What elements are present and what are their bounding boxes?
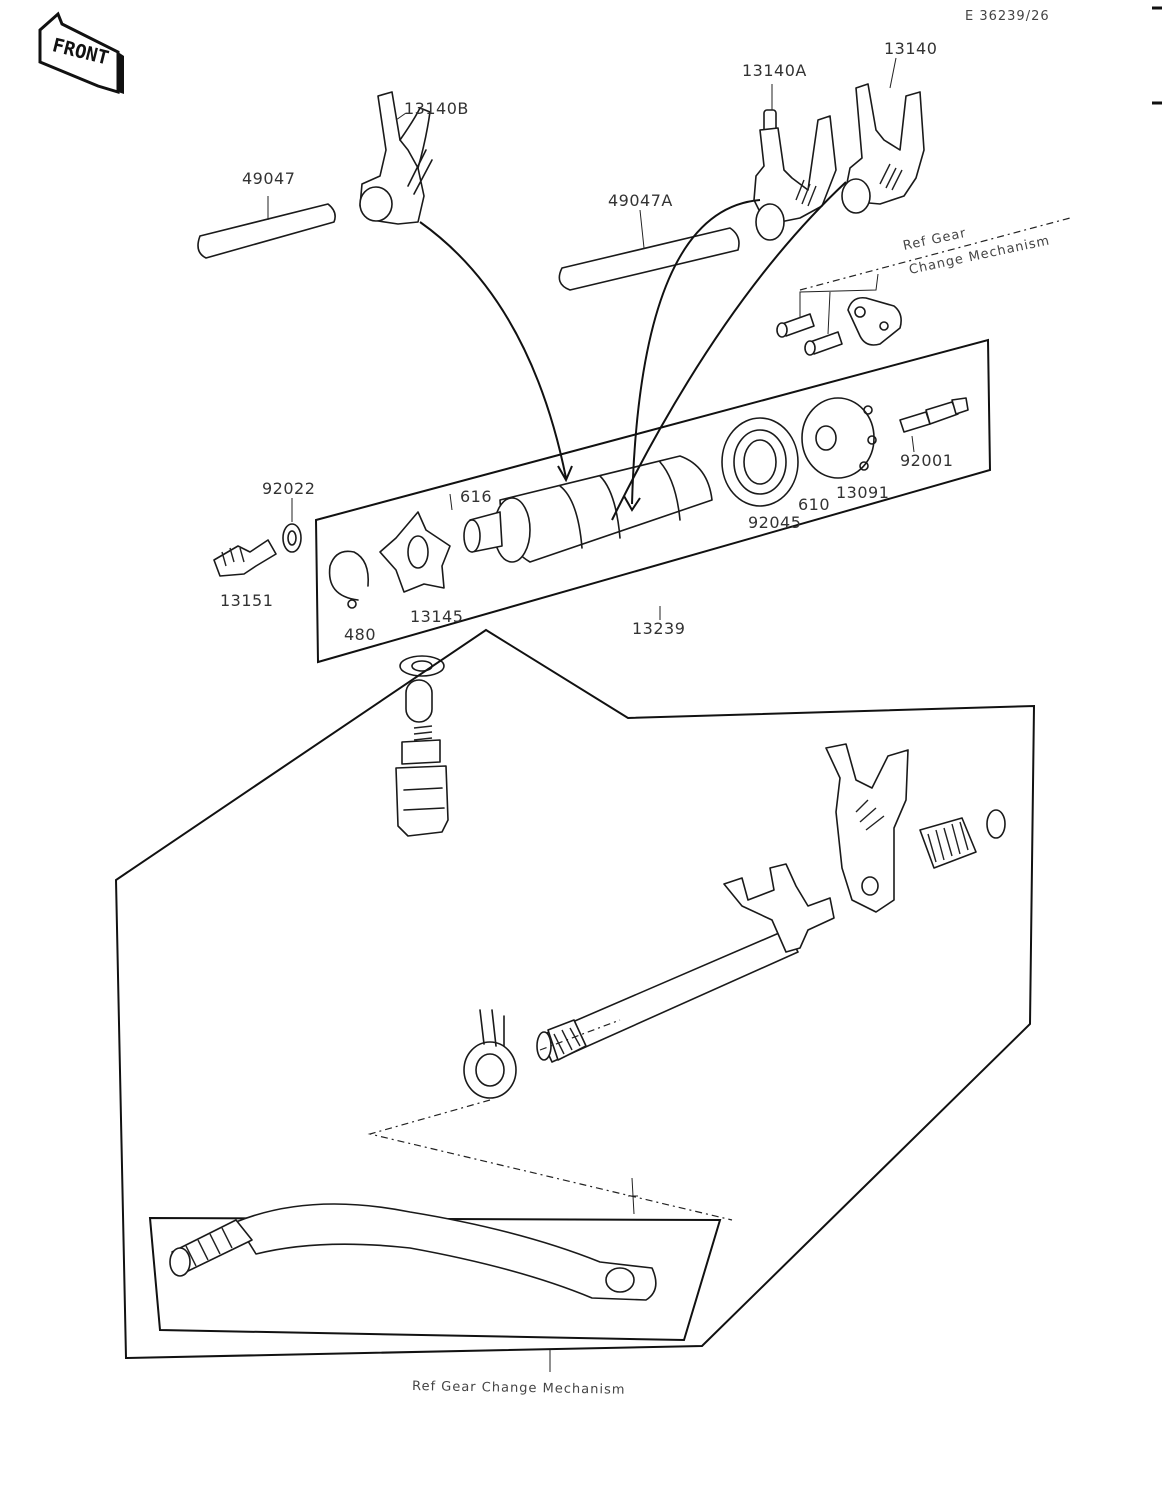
ref-note-upper: Ref Gear (902, 226, 968, 254)
shift-rod-49047a (558, 227, 740, 291)
shift-fork-13140 (841, 83, 925, 214)
shift-arm (825, 743, 1006, 913)
fork-arrow-2 (631, 199, 761, 505)
spring-washer (463, 1009, 517, 1099)
label-49047: 49047 (242, 169, 295, 188)
label-13140: 13140 (884, 39, 937, 58)
label-13140b: 13140B (404, 99, 469, 118)
label-13239: 13239 (632, 619, 685, 638)
shift-pedal (148, 1203, 722, 1342)
fork-arrow-3 (611, 181, 847, 521)
circlip-480 (328, 550, 370, 609)
label-92045: 92045 (748, 513, 801, 532)
fork-arrow-1 (419, 221, 567, 479)
shift-rod-49047 (197, 203, 336, 259)
page-code: E 36239/26 (965, 9, 1050, 24)
front-arrow-icon: FRONT (38, 11, 124, 95)
label-13145: 13145 (410, 607, 463, 626)
detent-bolt (395, 655, 449, 837)
label-610: 610 (798, 495, 830, 514)
bolt-13151 (213, 539, 277, 577)
shift-drum-13239 (463, 455, 713, 563)
label-13091: 13091 (836, 483, 889, 502)
ref-note-bottom: Ref Gear Change Mechanism (412, 1379, 626, 1398)
label-92022: 92022 (262, 479, 315, 498)
shift-fork-13140a (753, 109, 837, 241)
drum-panel-frame (314, 338, 992, 664)
label-616: 616 (460, 487, 492, 506)
cam-plate-13091 (801, 397, 877, 479)
washer-92022 (282, 523, 302, 553)
lower-frame (114, 628, 1036, 1360)
label-13151: 13151 (220, 591, 273, 610)
pin-92001 (899, 397, 969, 433)
label-92001: 92001 (900, 451, 953, 470)
shift-fork-13140b (359, 91, 433, 225)
bolts-and-plate (776, 296, 902, 356)
label-13140a: 13140A (742, 61, 807, 80)
dashed-line-ref-upper (799, 217, 1071, 291)
bearing-92045 (721, 417, 799, 507)
star-plate-13145 (379, 511, 451, 593)
label-480: 480 (344, 625, 376, 644)
label-49047a: 49047A (608, 191, 673, 210)
gear-shift-shaft (536, 863, 835, 1063)
